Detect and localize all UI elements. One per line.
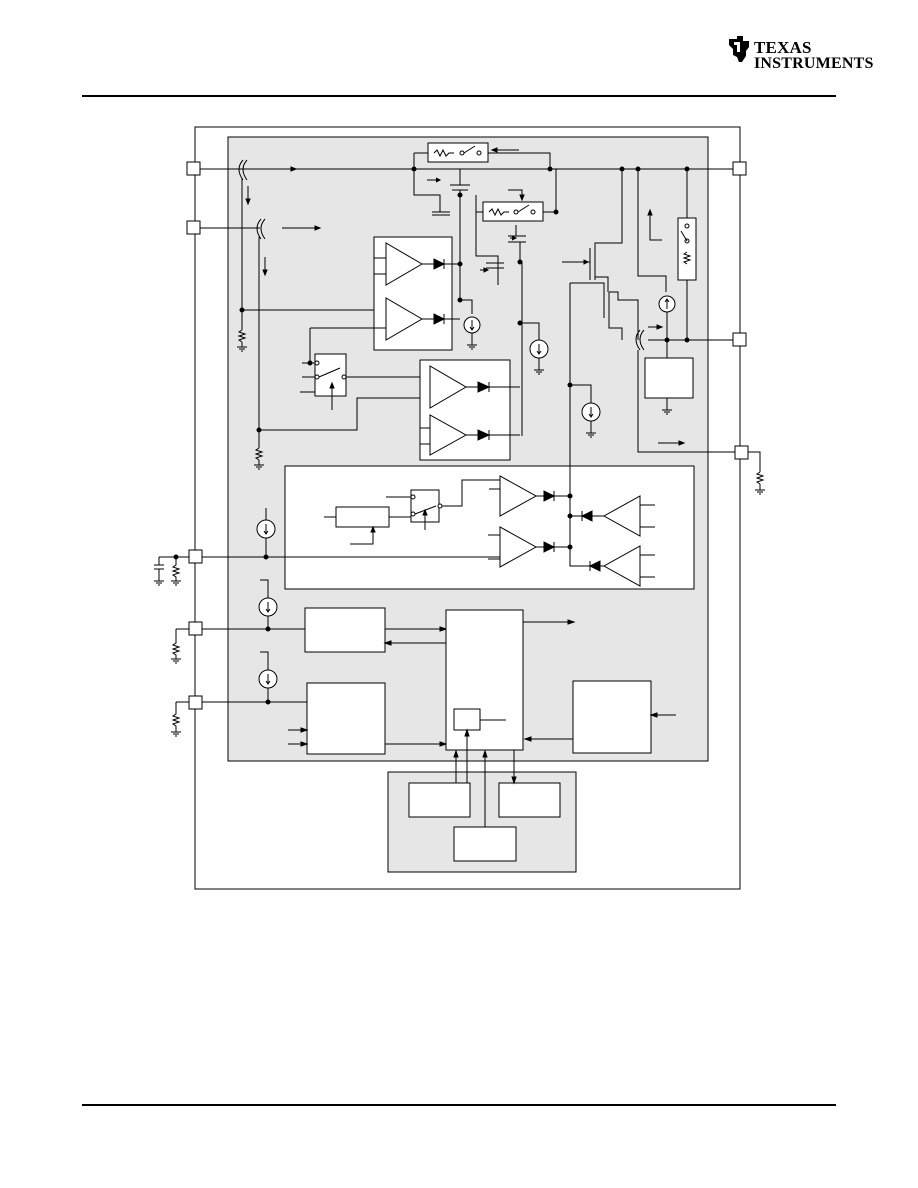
reference-block — [335, 506, 390, 528]
logo-line-2: Instruments — [754, 55, 874, 72]
lower-block-3 — [453, 826, 517, 862]
diode-icon — [433, 258, 446, 270]
ti-state-logo-icon — [729, 36, 749, 62]
switch-icon — [463, 145, 476, 154]
pin-left-3 — [188, 549, 203, 564]
register-block — [453, 708, 481, 731]
pin-left-2 — [186, 220, 201, 235]
logic-block-2 — [306, 682, 386, 755]
logic-block-3 — [572, 680, 652, 754]
mux-switch — [314, 353, 347, 397]
logo-line-1: Texas — [754, 38, 812, 57]
pin-right-1 — [732, 161, 747, 176]
logic-block-1 — [304, 607, 386, 653]
pin-left-4 — [188, 621, 203, 636]
ti-logo: Texas Instruments — [726, 34, 873, 74]
lower-block-2 — [498, 782, 561, 818]
header-rule — [82, 95, 836, 97]
resistor-icon — [237, 329, 247, 343]
pin-left-1 — [186, 161, 201, 176]
footer-rule — [82, 1104, 836, 1106]
ground-icon — [237, 342, 247, 352]
lower-block-1 — [408, 782, 471, 818]
sense-amp-block — [644, 357, 694, 399]
pin-right-2 — [732, 332, 747, 347]
pin-left-5 — [188, 695, 203, 710]
resistor-icon — [433, 148, 454, 158]
pin-right-3 — [734, 445, 749, 460]
comparator-icon — [385, 242, 423, 286]
